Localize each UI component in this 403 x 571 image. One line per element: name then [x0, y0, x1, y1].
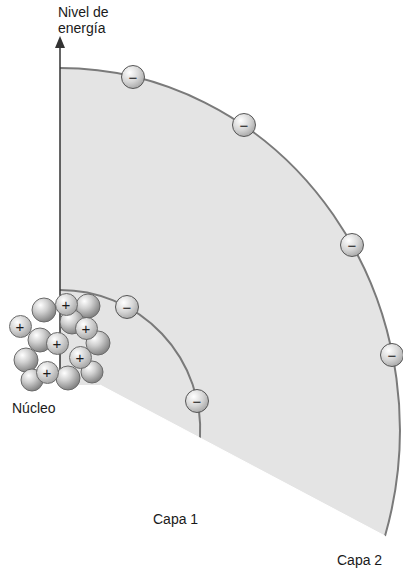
- charge-sign: −: [123, 300, 132, 315]
- charge-sign: +: [43, 365, 52, 380]
- charge-sign: +: [53, 336, 62, 351]
- charge-sign: +: [76, 350, 85, 365]
- part-label: Capa 1: [153, 511, 198, 527]
- electron-sphere: −: [185, 389, 209, 413]
- electron-sphere: −: [121, 65, 145, 89]
- nucleon: [56, 366, 80, 390]
- shell-1-arc: [60, 290, 200, 438]
- axis-arrowhead: [55, 36, 65, 48]
- electron-sphere: −: [340, 233, 364, 257]
- energy-axis: [59, 46, 61, 380]
- charge-sign: +: [82, 321, 91, 336]
- part-label: Capa 2: [337, 552, 382, 568]
- proton-sphere: +: [55, 293, 78, 316]
- nucleon: [14, 348, 38, 372]
- shell-2-arc: [60, 68, 400, 536]
- charge-sign: −: [388, 348, 397, 363]
- nucleon: [32, 298, 56, 322]
- charge-sign: +: [16, 319, 25, 334]
- electron-sphere: −: [115, 295, 139, 319]
- electron-sphere: −: [380, 343, 403, 367]
- proton-sphere: +: [36, 361, 59, 384]
- charge-sign: −: [129, 70, 138, 85]
- charge-sign: −: [348, 238, 357, 253]
- charge-sign: +: [62, 297, 71, 312]
- shell-region: [60, 68, 400, 536]
- part-label: Núcleo: [12, 400, 56, 416]
- proton-sphere: +: [46, 332, 69, 355]
- charge-sign: −: [240, 118, 249, 133]
- axis-label: Nivel de energía: [58, 4, 124, 36]
- proton-sphere: +: [9, 315, 32, 338]
- electron-sphere: −: [232, 113, 256, 137]
- nucleus-spheres: [14, 294, 110, 391]
- charge-sign: −: [193, 394, 202, 409]
- proton-sphere: +: [69, 346, 92, 369]
- region-edge: [100, 385, 385, 536]
- proton-sphere: +: [75, 317, 98, 340]
